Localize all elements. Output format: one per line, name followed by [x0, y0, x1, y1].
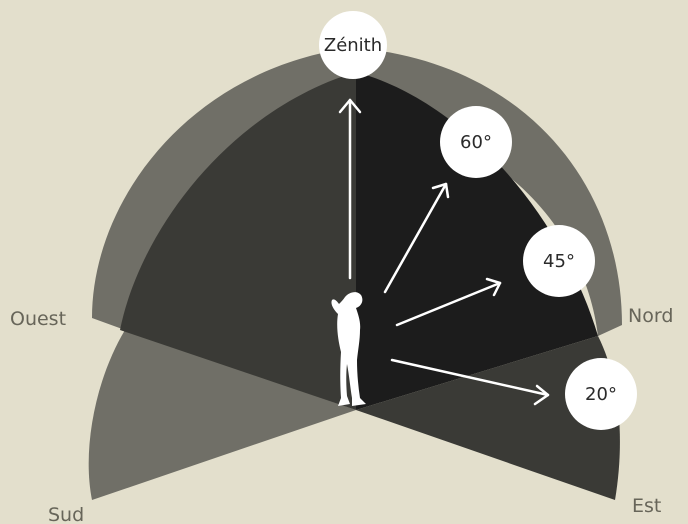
- label-60-text: 60°: [460, 132, 492, 153]
- label-60: 60°: [440, 106, 512, 178]
- arrow-zenith: [338, 98, 362, 280]
- label-45-text: 45°: [543, 251, 575, 272]
- inner-dome-west: [120, 72, 356, 410]
- label-20: 20°: [565, 358, 637, 430]
- observer-silhouette-icon: [331, 292, 366, 406]
- arrow-45: [395, 277, 502, 327]
- label-45: 45°: [523, 225, 595, 297]
- direction-east: Est: [632, 495, 661, 517]
- front-quadrant: [356, 72, 598, 410]
- direction-north: Nord: [628, 305, 673, 327]
- direction-south: Sud: [48, 504, 84, 524]
- label-zenith-text: Zénith: [324, 35, 382, 56]
- arrow-60: [383, 182, 450, 294]
- label-20-text: 20°: [585, 384, 617, 405]
- label-zenith: Zénith: [319, 11, 387, 79]
- outer-dome-south-east: [88, 330, 356, 500]
- arrow-20: [390, 358, 550, 406]
- direction-west: Ouest: [10, 308, 66, 330]
- lower-east-sector: [356, 336, 620, 500]
